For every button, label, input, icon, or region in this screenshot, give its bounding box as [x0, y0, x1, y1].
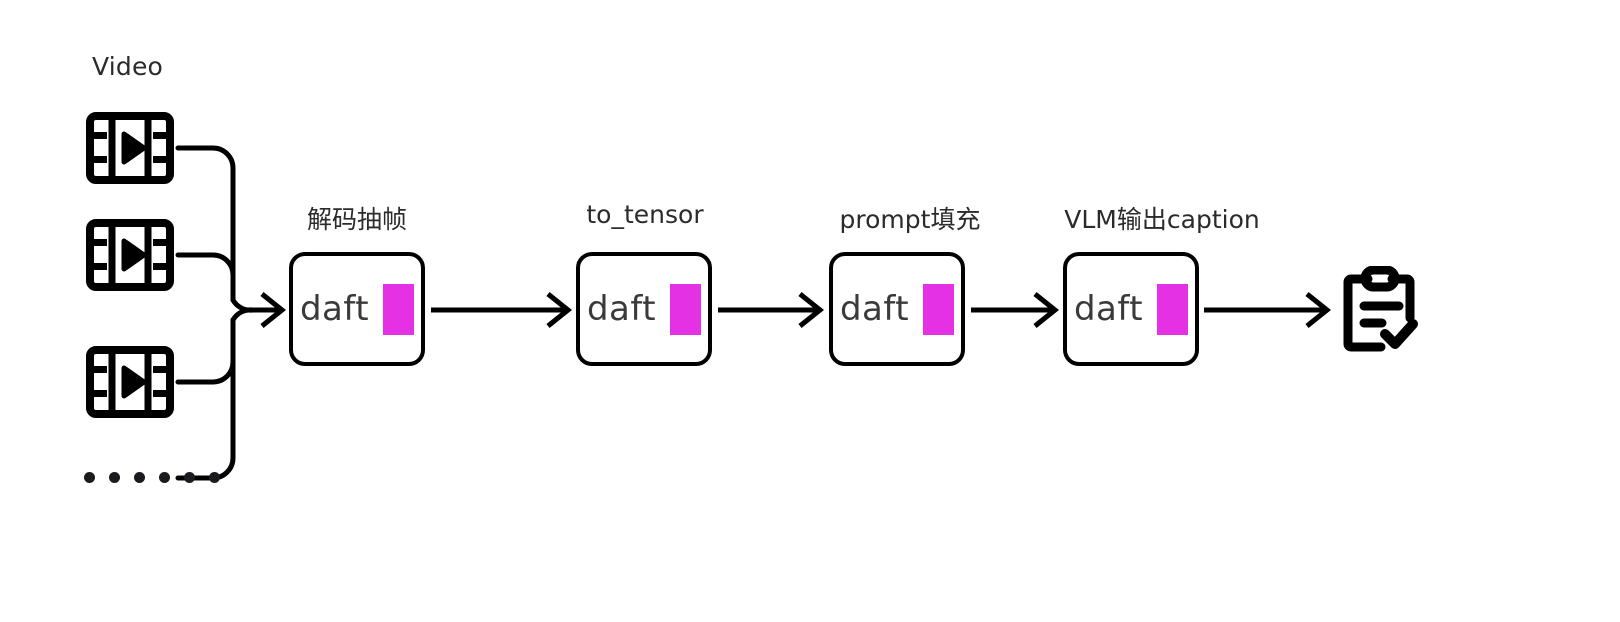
daft-logo-swatch — [383, 283, 415, 335]
stage-engine-label: daft — [839, 289, 910, 329]
stage-engine-label: daft — [299, 289, 370, 329]
video-input-item-2[interactable] — [86, 219, 174, 291]
stage-engine-label: daft — [1073, 289, 1144, 329]
dot — [84, 472, 95, 483]
stage-label-decode-extract-frames: 解码抽帧 — [306, 205, 407, 234]
stage-engine-label: daft — [586, 289, 657, 329]
dot — [134, 472, 145, 483]
branch-line-3 — [175, 317, 236, 385]
arrow-head-2 — [798, 292, 825, 328]
stage-label-prompt-fill: prompt填充 — [839, 205, 981, 234]
dot — [159, 472, 170, 483]
stage-label-vlm-output-caption: VLM输出caption — [1064, 205, 1260, 234]
branch-line-4 — [175, 317, 236, 481]
arrow-head-1 — [546, 292, 573, 328]
merge-elbow-top — [230, 297, 280, 313]
arrow-head-3 — [1033, 292, 1060, 328]
dot — [209, 472, 220, 483]
stage-box-to-tensor[interactable]: daft — [576, 252, 712, 366]
branch-line-1 — [175, 145, 236, 303]
output-result-node[interactable] — [1337, 266, 1423, 354]
stage-box-prompt-fill[interactable]: daft — [829, 252, 965, 366]
daft-logo-swatch — [1157, 283, 1189, 335]
stage-box-decode-extract-frames[interactable]: daft — [289, 252, 425, 366]
film-video-icon — [86, 346, 174, 418]
branch-line-2 — [175, 252, 236, 303]
video-input-item-3[interactable] — [86, 346, 174, 418]
daft-logo-swatch — [923, 283, 955, 335]
film-video-icon — [86, 219, 174, 291]
film-video-icon — [86, 112, 174, 184]
clipboard-check-icon — [1343, 266, 1418, 352]
arrow-head-4 — [1305, 292, 1332, 328]
merge-elbow-bottom — [230, 307, 280, 323]
dot — [109, 472, 120, 483]
video-input-item-1[interactable] — [86, 112, 174, 184]
dot — [184, 472, 195, 483]
input-arrow-head — [260, 292, 287, 328]
ellipsis-dots-icon — [84, 472, 220, 483]
page-title: Video — [92, 52, 164, 81]
stage-box-vlm-output-caption[interactable]: daft — [1063, 252, 1199, 366]
daft-logo-swatch — [670, 283, 702, 335]
stage-label-to-tensor: to_tensor — [586, 200, 704, 229]
